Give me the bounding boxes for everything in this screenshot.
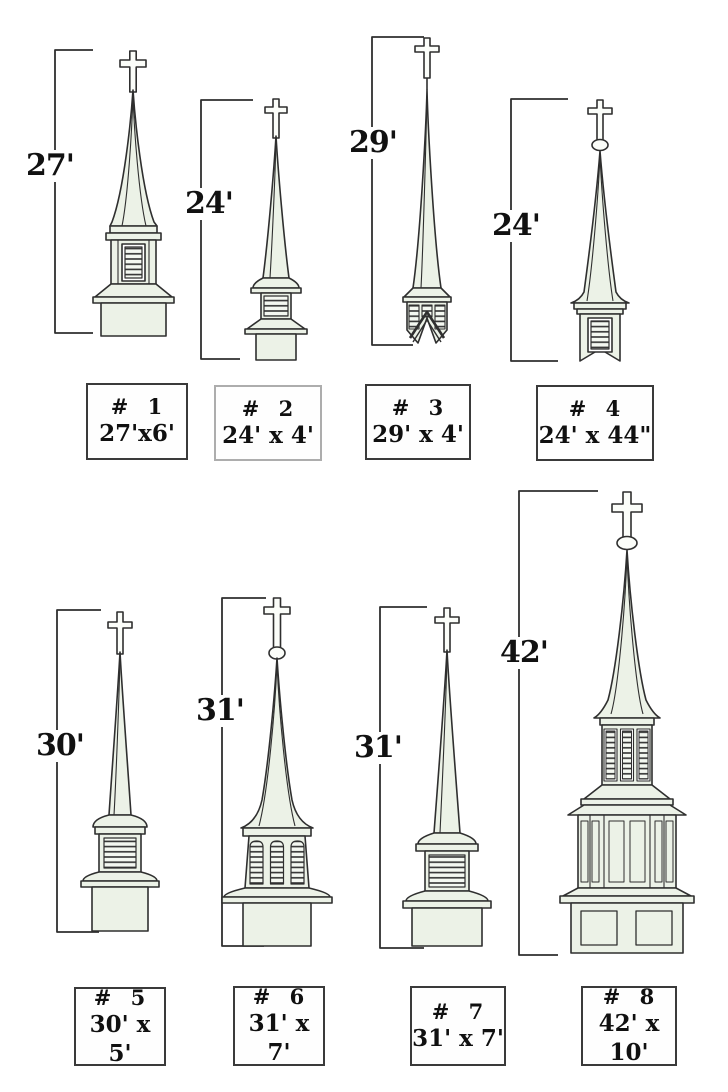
model-dimensions: 24' x 4': [222, 421, 314, 449]
model-label-box-4: # 4 24' x 44": [536, 385, 654, 461]
ball-finial: [268, 646, 286, 660]
dimension-bracket-7: [379, 606, 427, 949]
cross-finial: [263, 597, 291, 651]
steeple-4-drawing: [570, 99, 630, 362]
bell-cap: [417, 832, 477, 845]
model-dimensions: 31' x 7': [412, 1024, 504, 1052]
spire: [593, 549, 661, 719]
base-panel: [635, 910, 673, 946]
arched-louver-window: [269, 840, 285, 885]
skirt-roof: [94, 283, 173, 298]
model-number: # 6: [252, 984, 306, 1010]
dimension-bracket-3: [371, 36, 424, 346]
height-label-7: 31': [352, 730, 404, 765]
skirt-roof: [82, 871, 158, 882]
skirt-roof: [562, 887, 692, 897]
model-dimensions: 42' x 10': [598, 1010, 660, 1067]
louver-panel: [622, 730, 632, 780]
spire: [433, 649, 461, 834]
steeple-5-drawing: [80, 611, 160, 932]
spire: [240, 657, 314, 829]
height-label-2: 24': [183, 186, 235, 221]
steeple-3-drawing: [402, 37, 452, 344]
ball-finial: [616, 535, 638, 551]
cross-finial: [611, 491, 643, 539]
spire: [412, 89, 442, 289]
louver-panel: [590, 320, 610, 350]
height-label-5: 30': [34, 728, 86, 763]
height-label-4: 24': [490, 208, 542, 243]
louver-panel: [605, 730, 616, 780]
steeple-1-drawing: [92, 50, 175, 337]
cross-finial: [119, 50, 147, 93]
model-number: # 7: [431, 998, 485, 1024]
louver-panel: [263, 295, 289, 317]
model-label-box-7: # 7 31' x 7': [410, 986, 506, 1066]
spire: [570, 150, 630, 304]
steeple-7-drawing: [402, 607, 492, 947]
skirt-roof: [223, 887, 331, 898]
skirt-roof: [405, 890, 489, 902]
cross-finial: [264, 98, 288, 139]
model-number: # 5: [93, 984, 147, 1010]
dimension-bracket-1: [54, 49, 93, 334]
model-label-box-8: # 8 42' x 10': [581, 984, 677, 1067]
dimension-bracket-2: [200, 99, 253, 360]
steeple-8-drawing: [559, 491, 695, 954]
skirt-roof: [246, 318, 306, 330]
model-number: # 4: [568, 395, 622, 421]
cross-finial: [107, 611, 133, 655]
base: [91, 886, 149, 932]
louver-panel: [103, 837, 137, 869]
arched-louver-window: [249, 840, 264, 885]
steeple-2-drawing: [244, 98, 308, 361]
steeple-6-drawing: [221, 597, 333, 947]
bell-cap: [92, 814, 148, 828]
base: [242, 902, 312, 947]
cross-finial: [414, 37, 440, 79]
model-label-box-5: # 5 30' x 5': [74, 984, 166, 1067]
louver-panel: [638, 730, 649, 780]
height-label-1: 27': [24, 148, 76, 183]
model-dimensions: 31' x 7': [248, 1010, 310, 1067]
base: [100, 302, 167, 337]
cross-finial: [587, 99, 613, 141]
louver-panel: [124, 246, 143, 279]
arched-louver-window: [290, 840, 305, 885]
ball-finial: [591, 138, 609, 152]
model-label-box-1: # 1 27'x6': [86, 383, 188, 460]
model-label-box-6: # 6 31' x 7': [233, 984, 325, 1067]
louver-panel: [428, 854, 466, 888]
dimension-bracket-8: [518, 490, 598, 956]
base: [255, 333, 297, 361]
model-label-box-2: # 2 24' x 4': [214, 385, 322, 461]
model-number: # 2: [241, 395, 295, 421]
height-label-6: 31': [194, 693, 246, 728]
chevron: [408, 310, 446, 339]
base: [411, 907, 483, 947]
model-dimensions: 30' x 5': [89, 1010, 151, 1067]
model-number: # 1: [110, 394, 164, 419]
model-dimensions: 24' x 44": [538, 421, 652, 449]
model-number: # 3: [391, 394, 445, 420]
cross-finial: [434, 607, 460, 653]
height-label-8: 42': [498, 635, 550, 670]
model-number: # 8: [602, 984, 656, 1010]
model-dimensions: 29' x 4': [372, 420, 464, 448]
model-label-box-3: # 3 29' x 4': [365, 384, 471, 460]
model-dimensions: 27'x6': [99, 420, 175, 448]
dimension-bracket-5: [56, 609, 101, 933]
base-panel: [580, 910, 618, 946]
height-label-3: 29': [347, 125, 399, 160]
